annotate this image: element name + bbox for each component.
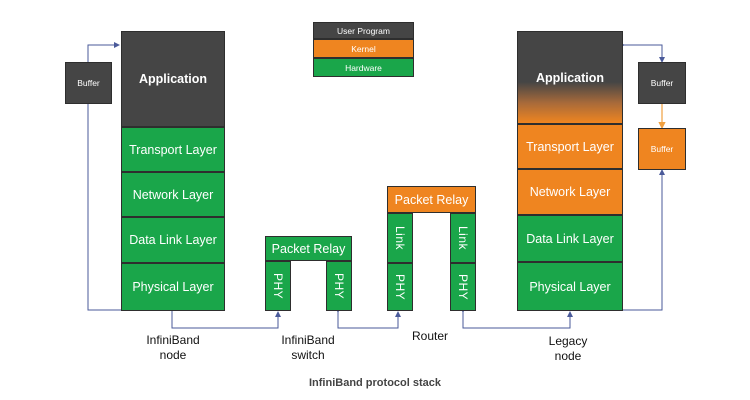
legacy-node-buffer-user: Buffer [638,62,686,104]
ib-node-physical-layer: Physical Layer [121,263,225,311]
ib-switch-label-line2: switch [291,348,325,362]
router-link-right: Link [450,213,476,263]
legacy-node-physical-layer: Physical Layer [517,262,623,311]
ib-node-datalink-layer: Data Link Layer [121,217,225,263]
ib-switch-phy-left: PHY [265,261,291,311]
router-legacy-link [460,307,573,329]
switch-router-link [335,307,401,329]
legacy-node-network-layer: Network Layer [517,169,623,215]
ib-node-label-line1: InfiniBand [146,333,200,347]
ib-node-transport-layer: Transport Layer [121,127,225,172]
ib-switch-phy-right: PHY [326,261,352,311]
ib-node-switch-link [171,311,281,329]
router-packet-relay: Packet Relay [387,186,476,213]
legacy-node-label-line1: Legacy [548,334,588,348]
ib-buffer-app-connector [85,42,120,67]
legend-user-program: User Program [313,22,414,39]
ib-node-buffer: Buffer [65,62,112,104]
legacy-buffer-app-connector [619,42,665,63]
legend-hardware: Hardware [313,58,414,77]
diagram-caption: InfiniBand protocol stack [308,377,441,389]
legacy-node-label: Legacy node [535,334,601,364]
ib-node-application: Application [121,31,225,127]
legacy-node-application: Application [517,31,623,124]
ib-node-label-line2: node [159,348,187,362]
router-label: Router [411,329,449,343]
ib-node-network-layer: Network Layer [121,172,225,217]
router-phy-right: PHY [450,263,476,311]
legend-kernel: Kernel [313,39,414,58]
legacy-node-buffer-kernel: Buffer [638,128,686,170]
legacy-node-datalink-layer: Data Link Layer [517,215,623,262]
ib-node-label: InfiniBand node [140,333,206,363]
legacy-node-label-line2: node [554,349,582,363]
router-link-left: Link [387,213,413,263]
ib-switch-packet-relay: Packet Relay [265,236,352,261]
router-phy-left: PHY [387,263,413,311]
legacy-node-transport-layer: Transport Layer [517,124,623,169]
ib-switch-label: InfiniBand [281,333,335,347]
